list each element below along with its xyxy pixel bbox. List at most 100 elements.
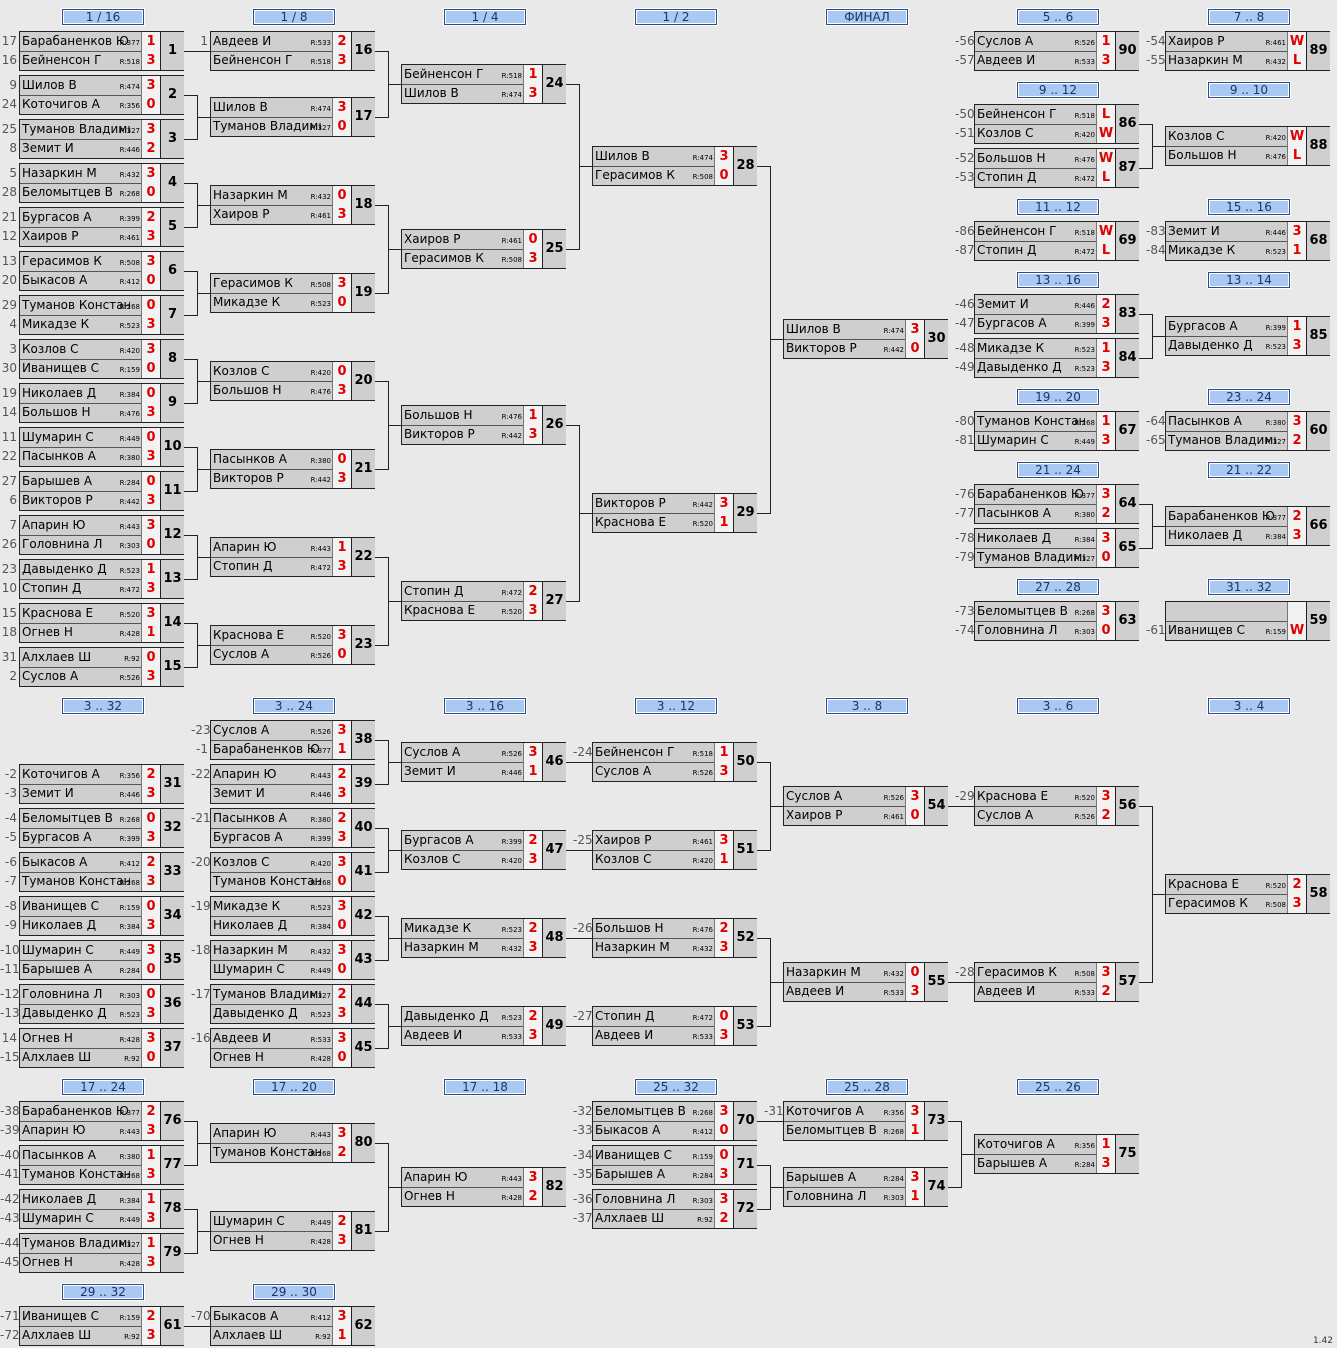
player-row[interactable] — [1166, 602, 1306, 622]
